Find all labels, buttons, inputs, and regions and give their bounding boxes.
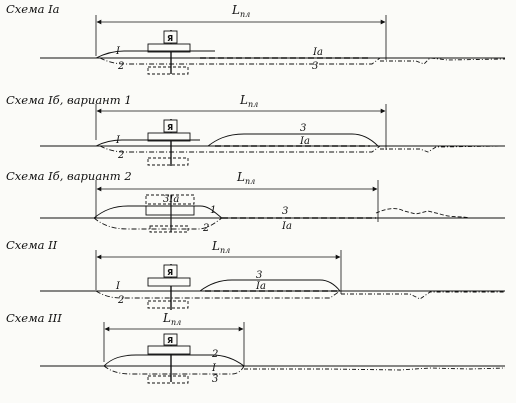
path-upper-loop xyxy=(93,205,223,219)
path-3-tail xyxy=(244,367,506,371)
platform-lower xyxy=(147,157,189,166)
dimension-label: Lпл xyxy=(236,170,255,186)
label-1: I xyxy=(115,46,121,57)
platform-mark: Я xyxy=(167,34,173,43)
platform-lower xyxy=(147,66,189,75)
label-2: 2 xyxy=(202,223,209,234)
path-3-tail xyxy=(380,57,506,65)
platform-cabin xyxy=(163,30,178,44)
scheme-4: Схема II Lпл Я I 2 3 Iа xyxy=(6,238,505,310)
path-3-tail xyxy=(375,208,505,219)
platform-lower xyxy=(147,300,189,309)
platform-upper xyxy=(145,194,195,205)
platform-middle xyxy=(145,205,195,216)
platform-upper xyxy=(147,277,191,287)
path-3-loop xyxy=(199,279,341,292)
path-2 xyxy=(95,290,341,299)
path-2 xyxy=(99,57,381,65)
label-3: 3 xyxy=(312,61,318,72)
label-2: 2 xyxy=(117,61,124,72)
path-1 xyxy=(95,139,200,147)
dimension-label: Lпл xyxy=(211,239,230,255)
platform-mark: Я xyxy=(167,336,173,345)
dimension-label: Lпл xyxy=(239,93,258,109)
platform-lower xyxy=(147,375,189,384)
label-1: 1 xyxy=(210,205,216,216)
platform-upper xyxy=(147,345,191,355)
scheme-1: Схема Iа Lпл Я I 2 Iа 3 xyxy=(6,2,506,75)
scheme-3: Схема Iб, вариант 2 Lпл 3Iа 1 2 3 Iа xyxy=(6,169,505,234)
platform-mark: Я xyxy=(167,123,173,132)
scheme-caption: Схема Iа xyxy=(6,2,60,16)
path-3-loop xyxy=(207,133,379,147)
label-Ia: Iа xyxy=(299,136,310,147)
label-1: I xyxy=(211,363,217,374)
scheme-caption: Схема Iб, вариант 2 xyxy=(6,169,132,183)
platform-mark: Я xyxy=(167,268,173,277)
label-Ia: Iа xyxy=(281,221,292,232)
platform-cabin xyxy=(163,333,178,346)
dimension-label: Lпл xyxy=(162,311,181,327)
label-2: 2 xyxy=(211,349,218,360)
label-Ia: Iа xyxy=(255,281,266,292)
scheme-caption: Схема II xyxy=(6,238,58,252)
path-lower-loop xyxy=(93,217,223,230)
scheme-2: Схема Iб, вариант 1 Lпл Я I 2 3 Iа xyxy=(6,93,506,166)
platform-upper xyxy=(147,43,191,53)
dimension-label: Lпл xyxy=(231,3,250,19)
platform-upper xyxy=(147,132,191,142)
label-3: 3 xyxy=(212,374,218,385)
path-1 xyxy=(95,50,215,59)
scheme-caption: Схема Iб, вариант 1 xyxy=(6,93,132,107)
scheme-5: Схема III Lпл Я 2 I 3 xyxy=(6,311,506,385)
path-2-tail xyxy=(341,291,505,300)
label-1: I xyxy=(115,281,121,292)
path-2-tail xyxy=(380,145,506,153)
label-2: 2 xyxy=(117,150,124,161)
path-2 xyxy=(99,145,381,153)
scheme-caption: Схема III xyxy=(6,311,62,325)
platform-cabin xyxy=(163,264,178,278)
label-3: 3 xyxy=(282,206,288,217)
label-3Ia: 3Iа xyxy=(163,194,179,205)
platform-cabin xyxy=(163,119,178,133)
label-Ia: Iа xyxy=(312,47,323,58)
label-3: 3 xyxy=(256,270,262,281)
path-2-loop xyxy=(103,354,245,367)
label-2: 2 xyxy=(117,295,124,306)
path-3-loop xyxy=(103,365,245,375)
label-3: 3 xyxy=(300,123,306,134)
label-1: I xyxy=(115,135,121,146)
platform-lower xyxy=(149,225,189,233)
